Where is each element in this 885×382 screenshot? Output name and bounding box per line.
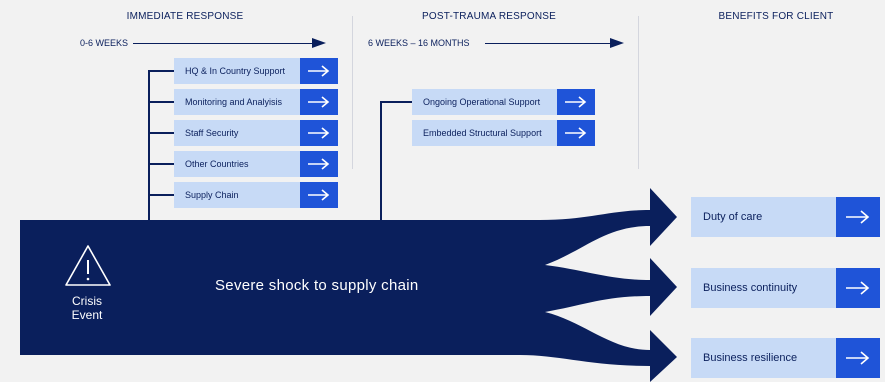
immediate-connector-vertical xyxy=(148,70,150,220)
arrow-right-icon xyxy=(308,189,330,201)
crisis-line-2: Event xyxy=(71,308,103,322)
benefit-arrow-button[interactable] xyxy=(836,338,880,378)
item-arrow-button[interactable] xyxy=(557,89,595,115)
item-arrow-button[interactable] xyxy=(557,120,595,146)
column-divider xyxy=(638,16,639,169)
arrow-right-icon xyxy=(846,210,870,224)
shock-main-text: Severe shock to supply chain xyxy=(215,277,419,294)
post-connector-vertical xyxy=(380,101,382,220)
post-item-ongoing-operational[interactable]: Ongoing Operational Support xyxy=(412,89,595,115)
timeline-immediate-label: 0-6 WEEKS xyxy=(80,38,129,48)
immediate-item-staff-security[interactable]: Staff Security xyxy=(174,120,338,146)
item-arrow-button[interactable] xyxy=(300,182,338,208)
post-connector-branch xyxy=(380,101,412,103)
benefit-business-continuity[interactable]: Business continuity xyxy=(691,268,880,308)
arrow-right-icon xyxy=(565,127,587,139)
header-benefits-for-client: BENEFITS FOR CLIENT xyxy=(718,11,834,22)
timeline-post-label: 6 WEEKS – 16 MONTHS xyxy=(368,38,470,48)
benefit-duty-of-care[interactable]: Duty of care xyxy=(691,197,880,237)
item-label: Supply Chain xyxy=(174,182,300,208)
item-label: Other Countries xyxy=(174,151,300,177)
arrow-right-icon xyxy=(308,65,330,77)
item-arrow-button[interactable] xyxy=(300,89,338,115)
item-arrow-button[interactable] xyxy=(300,151,338,177)
arrow-right-icon xyxy=(565,96,587,108)
post-item-embedded-structural[interactable]: Embedded Structural Support xyxy=(412,120,595,146)
shock-flow-body xyxy=(20,188,677,382)
arrow-right-icon xyxy=(308,127,330,139)
arrow-right-icon xyxy=(846,281,870,295)
timeline-immediate-line xyxy=(133,43,313,44)
timeline-arrowhead xyxy=(610,38,624,48)
immediate-item-monitoring[interactable]: Monitoring and Analyisis xyxy=(174,89,338,115)
column-divider xyxy=(352,16,353,169)
benefit-arrow-button[interactable] xyxy=(836,197,880,237)
header-post-trauma-response: POST-TRAUMA RESPONSE xyxy=(421,11,557,22)
item-label: Ongoing Operational Support xyxy=(412,89,557,115)
crisis-event-label: Crisis Event xyxy=(62,294,112,322)
header-immediate-response: IMMEDIATE RESPONSE xyxy=(126,11,244,22)
benefit-label: Business continuity xyxy=(691,268,836,308)
crisis-line-1: Crisis xyxy=(72,294,102,308)
arrow-right-icon xyxy=(308,158,330,170)
arrow-right-icon xyxy=(308,96,330,108)
timeline-post-line xyxy=(485,43,611,44)
benefit-arrow-button[interactable] xyxy=(836,268,880,308)
immediate-connector-branch xyxy=(148,101,174,103)
benefit-label: Duty of care xyxy=(691,197,836,237)
immediate-item-supply-chain[interactable]: Supply Chain xyxy=(174,182,338,208)
immediate-connector-branch xyxy=(148,163,174,165)
immediate-connector-branch xyxy=(148,194,174,196)
immediate-connector-branch xyxy=(148,70,174,72)
timeline-arrowhead xyxy=(312,38,326,48)
arrow-right-icon xyxy=(846,351,870,365)
item-label: HQ & In Country Support xyxy=(174,58,300,84)
immediate-item-hq-support[interactable]: HQ & In Country Support xyxy=(174,58,338,84)
item-label: Staff Security xyxy=(174,120,300,146)
item-label: Monitoring and Analyisis xyxy=(174,89,300,115)
benefit-label: Business resilience xyxy=(691,338,836,378)
immediate-item-other-countries[interactable]: Other Countries xyxy=(174,151,338,177)
warning-triangle-icon xyxy=(65,245,111,286)
item-label: Embedded Structural Support xyxy=(412,120,557,146)
benefit-business-resilience[interactable]: Business resilience xyxy=(691,338,880,378)
immediate-connector-branch xyxy=(148,132,174,134)
item-arrow-button[interactable] xyxy=(300,120,338,146)
item-arrow-button[interactable] xyxy=(300,58,338,84)
